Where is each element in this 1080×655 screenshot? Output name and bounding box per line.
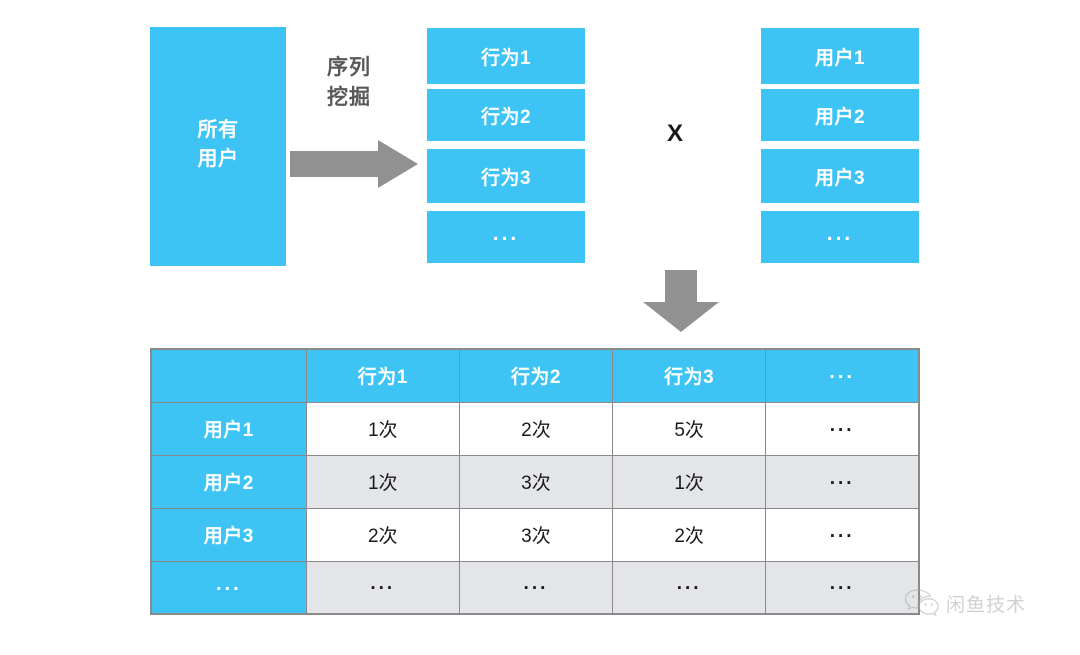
- row-header-user-2: 用户2: [150, 454, 307, 509]
- table-row: 用户3 2次 3次 2次 ...: [150, 507, 920, 562]
- user-tile-2: 用户2: [761, 89, 919, 141]
- user-behavior-matrix-table: 行为1 行为2 行为3 ... 用户1 1次 2次 5次 ... 用户2 1次 …: [150, 348, 920, 615]
- multiply-symbol: X: [666, 120, 683, 147]
- cell-u1-b1: 1次: [305, 401, 460, 456]
- cell-u3-b3: 2次: [612, 507, 767, 562]
- behavior-tile-2-label: 行为2: [480, 106, 532, 128]
- cell-u1-more: ...: [765, 401, 920, 456]
- watermark-text: 闲鱼技术: [946, 594, 1027, 616]
- behavior-tile-ellipsis: ...: [427, 211, 585, 263]
- behavior-tile-2: 行为2: [427, 89, 585, 141]
- cell-u2-b1: 1次: [305, 454, 460, 509]
- cell-u3-more: ...: [765, 507, 920, 562]
- table-row: 用户2 1次 3次 1次 ...: [150, 454, 920, 509]
- cell-u2-more: ...: [765, 454, 920, 509]
- row-header-ellipsis: ...: [150, 560, 307, 615]
- cell-u3-b1: 2次: [305, 507, 460, 562]
- user-tile-2-label: 用户2: [814, 106, 866, 128]
- wechat-bubbles-icon: [905, 589, 939, 617]
- user-tile-1-label: 用户1: [814, 47, 866, 69]
- behavior-tile-ellipsis-label: ...: [492, 222, 520, 245]
- column-header-behavior-3: 行为3: [612, 348, 767, 403]
- row-header-user-1: 用户1: [150, 401, 307, 456]
- sequence-mining-line-1: 序列: [327, 56, 371, 79]
- table-row: 用户1 1次 2次 5次 ...: [150, 401, 920, 456]
- all-users-line-2: 用户: [197, 147, 239, 170]
- cell-more-b1: ...: [305, 560, 460, 615]
- cell-u1-b2: 2次: [458, 401, 614, 456]
- user-tile-1: 用户1: [761, 28, 919, 84]
- user-tile-3: 用户3: [761, 149, 919, 203]
- all-users-block: 所有 用户: [150, 27, 286, 266]
- cell-u2-b3: 1次: [612, 454, 767, 509]
- cell-u1-b3: 5次: [612, 401, 767, 456]
- row-header-user-3: 用户3: [150, 507, 307, 562]
- column-header-ellipsis: ...: [765, 348, 920, 403]
- arrow-right-icon: [290, 140, 418, 188]
- column-header-behavior-2: 行为2: [458, 348, 614, 403]
- behavior-tile-1: 行为1: [427, 28, 585, 84]
- table-header-row: 行为1 行为2 行为3 ...: [150, 348, 920, 403]
- table-row: ... ... ... ... ...: [150, 560, 920, 615]
- cell-u3-b2: 3次: [458, 507, 614, 562]
- cell-more-b3: ...: [612, 560, 767, 615]
- cell-u2-b2: 3次: [458, 454, 614, 509]
- user-tile-ellipsis-label: ...: [826, 222, 854, 245]
- user-tile-ellipsis: ...: [761, 211, 919, 263]
- behavior-tile-1-label: 行为1: [480, 47, 532, 69]
- behavior-tile-3: 行为3: [427, 149, 585, 203]
- behavior-tile-3-label: 行为3: [480, 167, 532, 189]
- sequence-mining-label: 序列 挖掘: [303, 53, 395, 114]
- arrow-down-icon: [643, 270, 719, 332]
- cell-more-b2: ...: [458, 560, 614, 615]
- column-header-behavior-1: 行为1: [305, 348, 460, 403]
- watermark: 闲鱼技术: [905, 588, 1026, 618]
- user-tile-3-label: 用户3: [814, 167, 866, 189]
- cell-more-more: ...: [765, 560, 920, 615]
- sequence-mining-line-2: 挖掘: [327, 86, 371, 110]
- all-users-line-1: 所有: [197, 118, 239, 141]
- matrix-corner-cell: [150, 348, 307, 403]
